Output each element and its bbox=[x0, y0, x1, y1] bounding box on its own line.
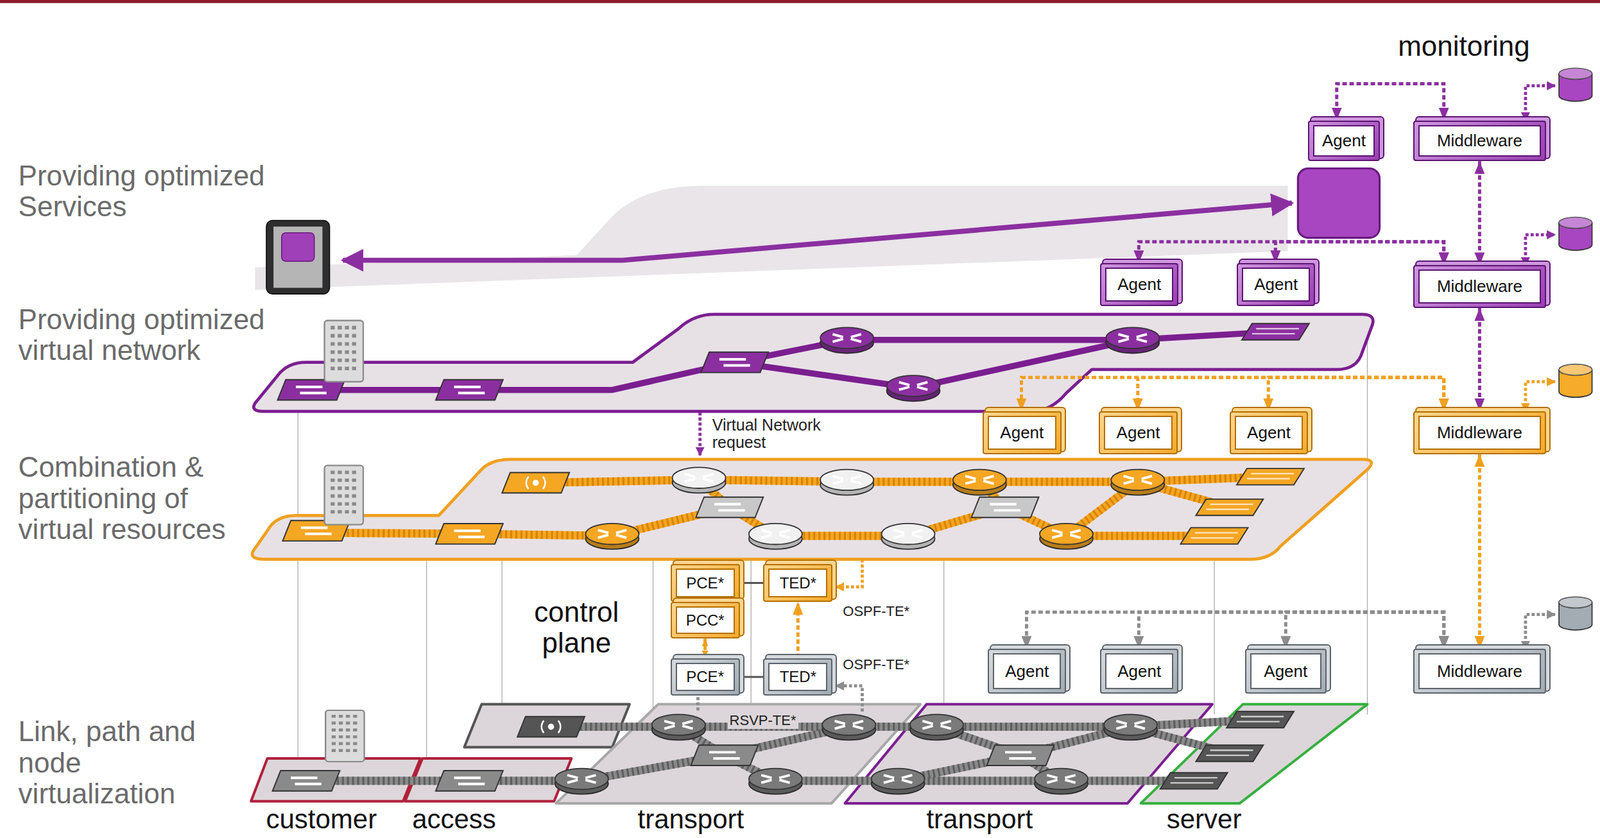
connector bbox=[739, 675, 764, 678]
component-box: Agent bbox=[982, 411, 1061, 455]
component-box: Agent bbox=[1100, 648, 1179, 694]
physical-devices bbox=[272, 710, 1295, 795]
connector bbox=[739, 582, 764, 585]
component-box: PCE* bbox=[670, 658, 740, 697]
text-label: control plane bbox=[515, 596, 638, 660]
connector bbox=[1478, 308, 1482, 412]
database-links bbox=[1525, 86, 1556, 650]
box-label: Middleware bbox=[1418, 269, 1541, 304]
text-label: transport bbox=[926, 806, 1033, 834]
box-label: Agent bbox=[1241, 267, 1310, 302]
virtual-network-plane bbox=[253, 314, 1373, 412]
text-label: monitoring bbox=[1397, 30, 1530, 62]
connector bbox=[1026, 612, 1445, 649]
box-label: Agent bbox=[992, 653, 1061, 690]
component-box: Agent bbox=[1100, 263, 1179, 307]
text-label: OSPF-TE* bbox=[842, 603, 910, 620]
databases bbox=[1558, 68, 1593, 631]
virtual-resource-devices bbox=[282, 465, 1305, 550]
text-label: Combination & partitioning of virtual re… bbox=[18, 451, 228, 545]
connector bbox=[1268, 377, 1444, 411]
virtual-network-devices bbox=[277, 320, 1309, 402]
connector bbox=[1275, 241, 1444, 266]
component-box: Agent bbox=[1098, 411, 1178, 455]
text-label: Link, path and node virtualization bbox=[18, 716, 223, 810]
component-box: PCE* bbox=[670, 564, 740, 603]
service-arrow bbox=[342, 203, 1292, 261]
box-label: PCC* bbox=[675, 606, 735, 635]
box-label: TED* bbox=[768, 568, 828, 598]
header-rule bbox=[0, 0, 1600, 4]
connector bbox=[1021, 377, 1445, 411]
component-box: Agent bbox=[1229, 411, 1308, 455]
text-label: OSPF-TE* bbox=[842, 657, 910, 673]
connector bbox=[1336, 83, 1445, 121]
component-box: Middleware bbox=[1413, 648, 1547, 694]
box-label: Agent bbox=[1105, 267, 1174, 302]
component-box: Agent bbox=[1236, 263, 1316, 307]
virtual-resource-plane bbox=[252, 459, 1372, 560]
connector bbox=[703, 638, 707, 658]
box-label: Agent bbox=[1234, 415, 1303, 450]
text-label: Virtual Network request bbox=[712, 416, 866, 452]
box-label: Agent bbox=[1313, 125, 1375, 158]
component-box: Agent bbox=[1245, 648, 1327, 694]
box-label: Agent bbox=[1103, 415, 1172, 450]
text-label: server bbox=[1166, 806, 1242, 834]
connector bbox=[1478, 161, 1482, 266]
box-label: Agent bbox=[987, 415, 1056, 450]
service-box bbox=[1297, 168, 1380, 238]
box-label: Middleware bbox=[1418, 653, 1541, 690]
text-label: Providing optimized virtual network bbox=[18, 304, 289, 367]
connector bbox=[1138, 241, 1444, 266]
box-label: PCE* bbox=[675, 662, 735, 692]
box-label: TED* bbox=[768, 662, 828, 692]
component-box: TED* bbox=[763, 658, 833, 697]
text-label: Providing optimized Services bbox=[18, 160, 289, 223]
component-box: Middleware bbox=[1413, 265, 1547, 309]
connector bbox=[1138, 612, 1444, 649]
component-box: Agent bbox=[987, 648, 1067, 694]
connector bbox=[1137, 377, 1445, 411]
physical-planes bbox=[250, 704, 1368, 804]
box-label: Middleware bbox=[1418, 125, 1541, 158]
text-label: customer bbox=[265, 806, 377, 834]
component-box: PCC* bbox=[670, 602, 740, 639]
component-box: Middleware bbox=[1413, 120, 1547, 162]
component-box: Middleware bbox=[1413, 411, 1547, 455]
connector bbox=[1478, 454, 1482, 650]
component-box: Agent bbox=[1307, 120, 1380, 162]
box-label: Agent bbox=[1250, 653, 1322, 690]
connector bbox=[1285, 612, 1444, 649]
tablet-icon bbox=[266, 220, 330, 295]
text-label: transport bbox=[637, 806, 745, 834]
text-label: access bbox=[412, 806, 497, 834]
component-box: TED* bbox=[763, 564, 833, 603]
box-label: Middleware bbox=[1418, 415, 1541, 450]
box-label: PCE* bbox=[675, 568, 735, 598]
text-label: RSVP-TE* bbox=[727, 713, 799, 729]
connector bbox=[796, 602, 800, 659]
box-label: Agent bbox=[1105, 653, 1174, 690]
